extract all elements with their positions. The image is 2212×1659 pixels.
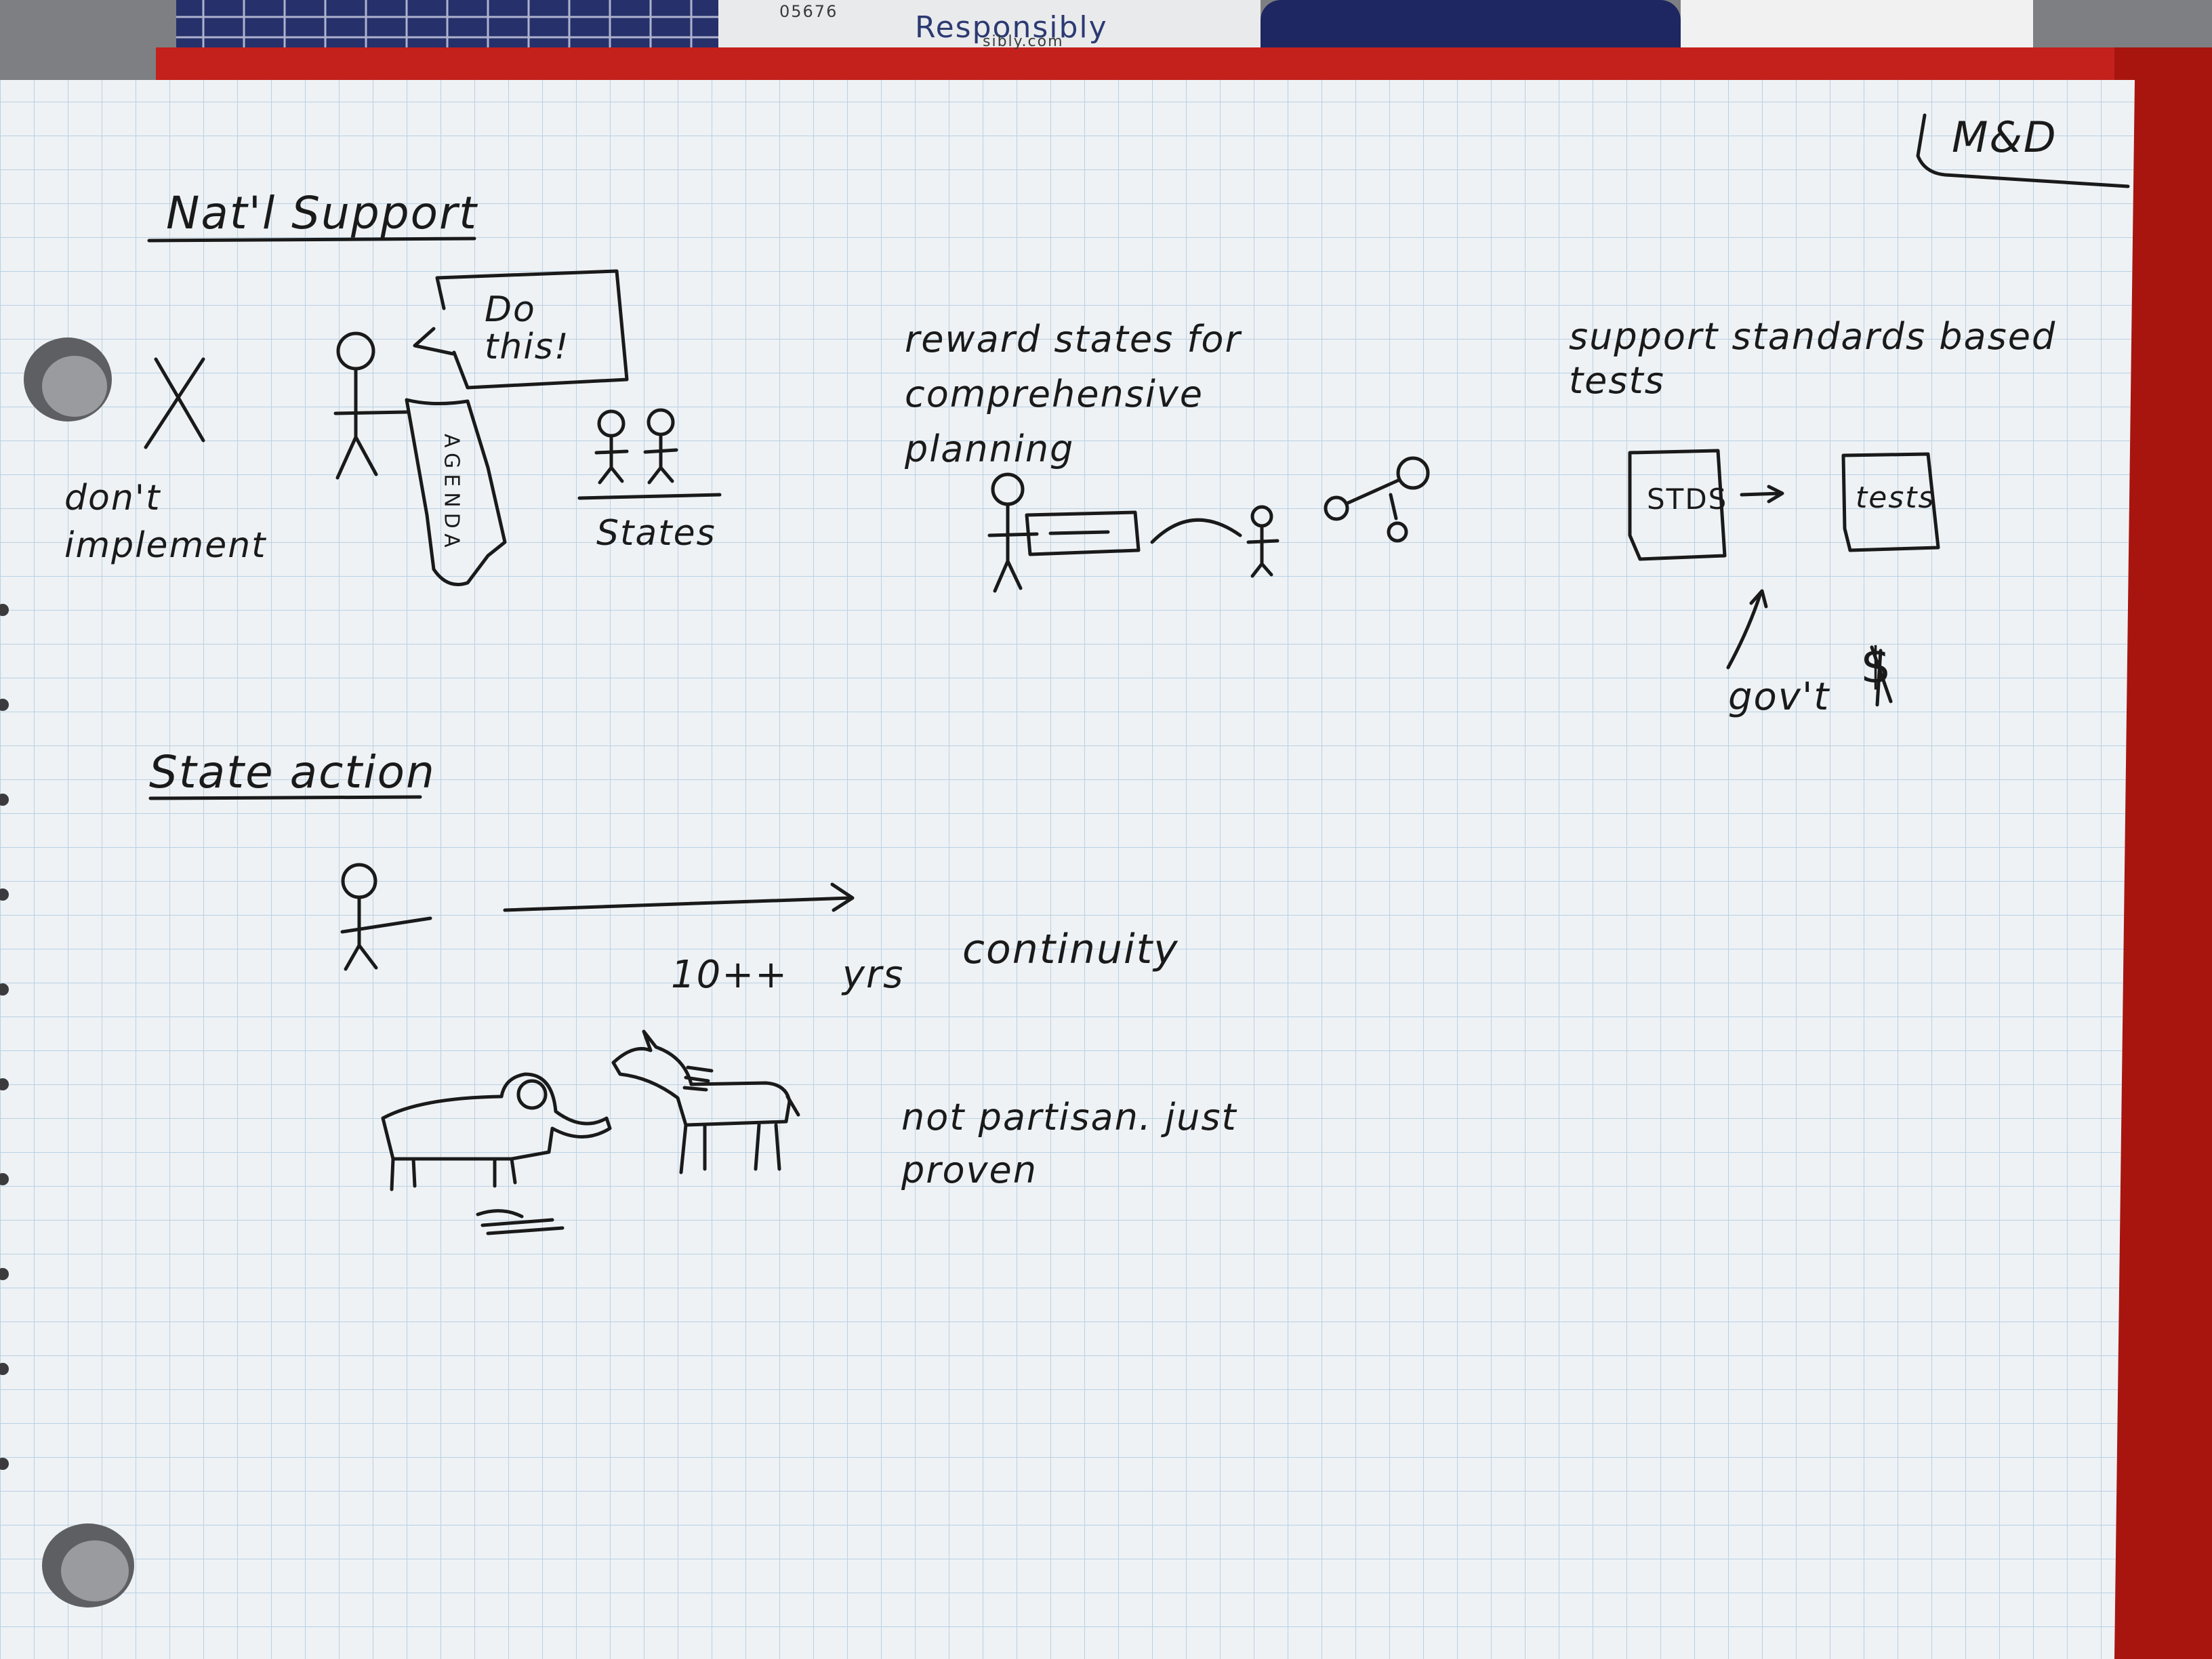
- box-right-label: tests: [1856, 480, 1936, 515]
- section-heading-state: State action: [149, 746, 436, 798]
- card-code: 05676: [779, 2, 838, 21]
- elephant-drawing: [381, 1072, 612, 1235]
- agenda-banner-text: AGENDA: [439, 434, 464, 553]
- continuity-label: continuity: [962, 926, 1179, 973]
- header-label: M&D: [1952, 112, 2057, 162]
- graph-paper: [0, 80, 2135, 1659]
- not-partisan-text: not partisan. just proven: [901, 1096, 1237, 1192]
- perforation-edge: [0, 604, 9, 1470]
- corner-bracket: [1916, 113, 2130, 188]
- speech-bubble-text: Do this!: [485, 289, 570, 367]
- states-label: States: [596, 513, 716, 554]
- money-strike: [1870, 645, 1893, 707]
- box-left-label: STDS: [1647, 483, 1728, 516]
- standards-diagram: [1628, 449, 1940, 670]
- donkey-drawing: [611, 1029, 800, 1174]
- state-figure: [340, 863, 855, 971]
- speech-bubble: [413, 269, 629, 390]
- reward-states-text: reward states for comprehensive planning: [905, 318, 1242, 470]
- standards-tests-text: support standards based tests: [1569, 315, 2057, 402]
- stick-figure: [333, 331, 409, 480]
- x-mark: [144, 357, 205, 449]
- dont-implement-label: don't implement: [64, 478, 267, 567]
- section-heading-national: Nat'l Support: [166, 187, 478, 239]
- card-url: sibly.com: [983, 33, 1064, 50]
- states-figures: [577, 408, 722, 500]
- card-brand: Responsibly: [915, 10, 1108, 45]
- heading-underline: [147, 237, 476, 243]
- govt-label: gov't: [1728, 675, 1830, 719]
- money-symbol: $: [1860, 637, 1893, 694]
- agenda-banner: [405, 398, 507, 586]
- heading-underline: [148, 795, 422, 800]
- binder-holes: [24, 337, 134, 1607]
- reward-sketch: [987, 456, 1430, 593]
- years-label: 10++ yrs: [671, 953, 905, 997]
